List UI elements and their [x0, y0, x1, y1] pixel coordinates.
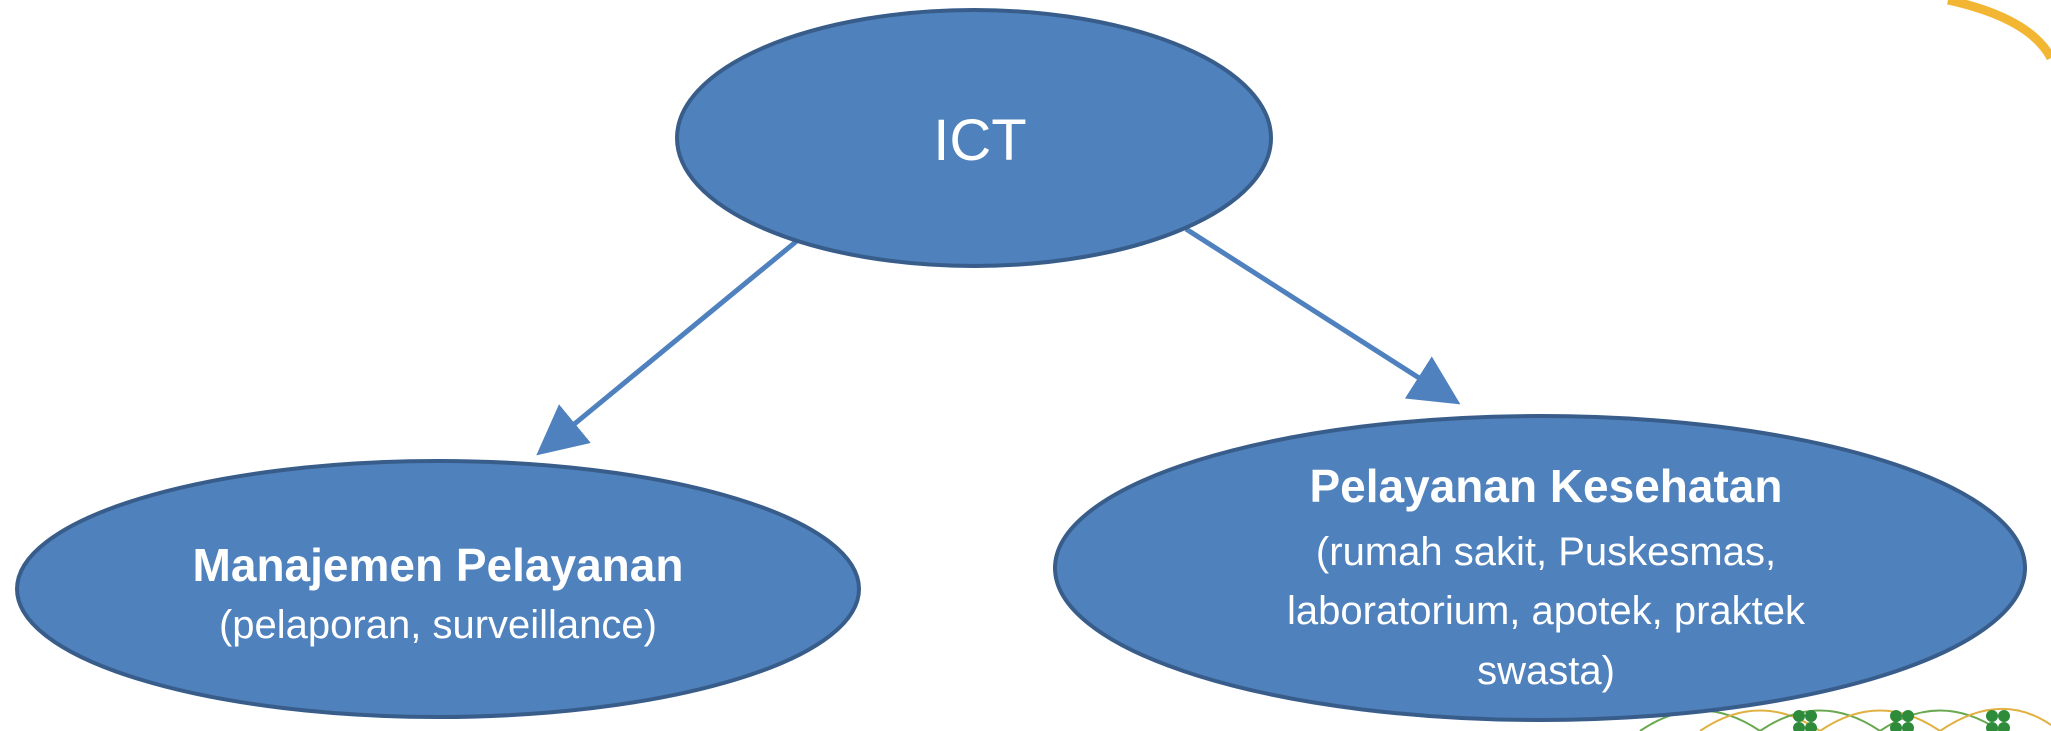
node-manajemen-pelayanan: Manajemen Pelayanan (pelaporan, surveill… [15, 459, 861, 719]
clover-icon [1793, 710, 1817, 731]
node-pelayanan-label: Pelayanan Kesehatan [1309, 460, 1782, 512]
node-manajemen-sub: (pelaporan, surveillance) [219, 603, 657, 647]
node-ict-label: ICT [933, 108, 1026, 173]
decor-gold-arc [1947, 0, 2051, 61]
node-ict: ICT [675, 8, 1273, 268]
edge-ict-to-pelayanan [1184, 226, 1461, 405]
node-manajemen-label: Manajemen Pelayanan [193, 539, 684, 591]
edge-ict-to-manajemen [536, 238, 800, 456]
decor-green-pattern [1639, 708, 2051, 731]
node-pelayanan-sub-line-3: swasta) [1477, 649, 1615, 693]
node-pelayanan-sub-line-1: (rumah sakit, Puskesmas, [1316, 530, 1776, 574]
clover-icon [1890, 710, 1914, 731]
node-pelayanan-sub-line-2: laboratorium, apotek, praktek [1287, 589, 1806, 633]
node-pelayanan-kesehatan: Pelayanan Kesehatan (rumah sakit, Puskes… [1053, 414, 2027, 722]
clover-icon [1986, 710, 2010, 731]
